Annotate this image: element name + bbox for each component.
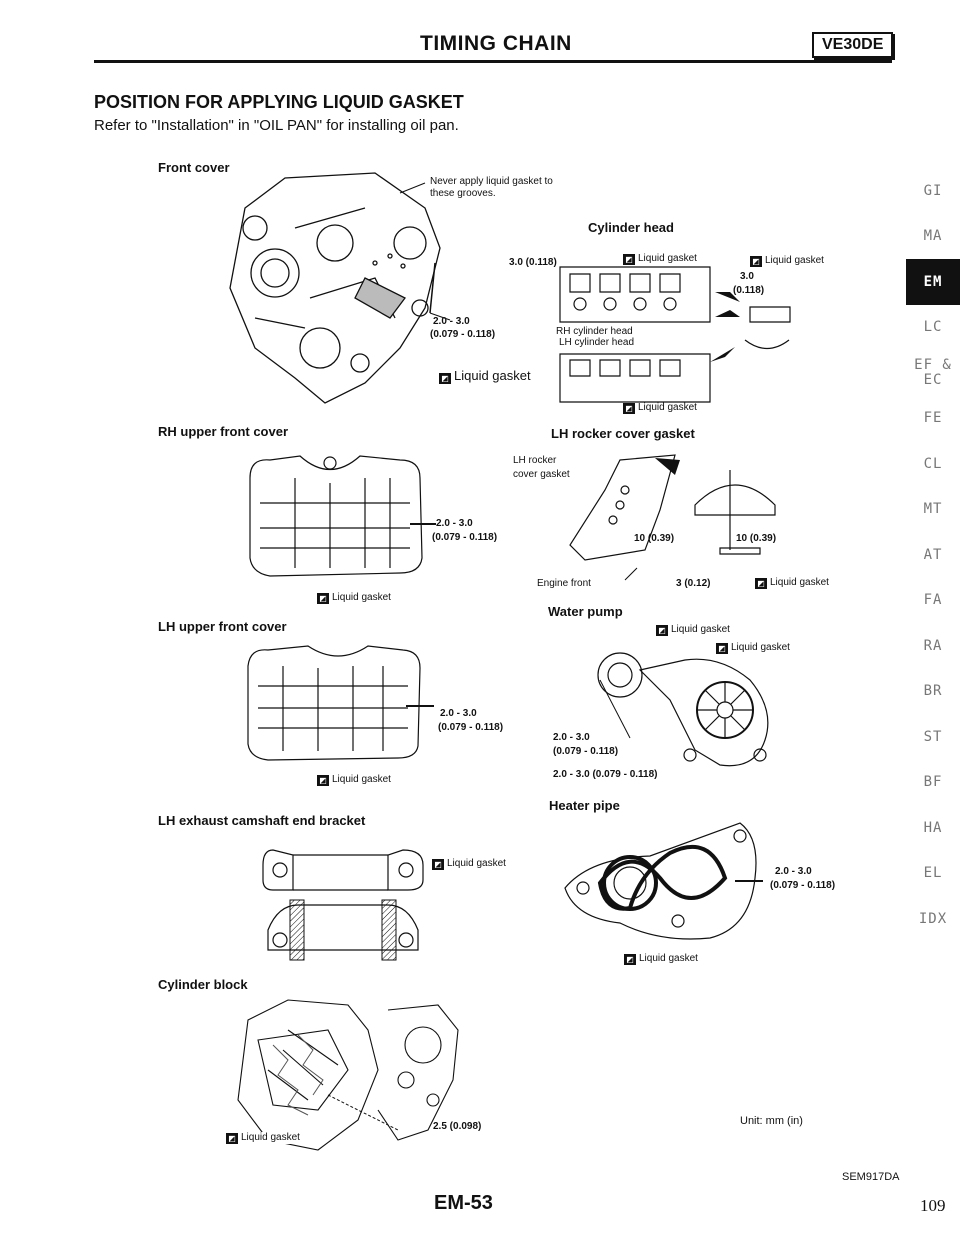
heater-pipe-dim-2: (0.079 - 0.118) (770, 880, 836, 891)
gasket-icon: ◩ (716, 643, 728, 654)
gasket-icon: ◩ (623, 254, 635, 265)
rh-upper-front-cover-drawing (240, 448, 440, 588)
lh-upper-front-cover-drawing (238, 636, 438, 766)
figure-code: SEM917DA (842, 1171, 900, 1183)
tab-fa[interactable]: FA (923, 592, 943, 609)
engine-front-label: Engine front (537, 578, 591, 589)
tab-el[interactable]: EL (923, 865, 943, 882)
rh-upper-gasket: ◩Liquid gasket (317, 592, 391, 604)
lh-rocker-cover-gasket-title: LH rocker cover gasket (551, 426, 695, 441)
lh-upper-dim-1: 2.0 - 3.0 (440, 708, 477, 719)
section-subtitle: Refer to "Installation" in "OIL PAN" for… (94, 117, 459, 134)
water-pump-gasket-1: ◩Liquid gasket (656, 624, 730, 636)
cylinder-block-dim: 2.5 (0.098) (433, 1121, 482, 1132)
cylinder-head-gasket-1: ◩Liquid gasket (623, 253, 697, 265)
lh-rocker-label-1: LH rocker (513, 455, 557, 466)
front-cover-gasket: ◩Liquid gasket (439, 368, 531, 384)
front-cover-dim-2: (0.079 - 0.118) (430, 329, 496, 340)
tab-cl[interactable]: CL (923, 455, 943, 472)
gasket-icon: ◩ (439, 373, 451, 384)
lh-exhaust-camshaft-title: LH exhaust camshaft end bracket (158, 813, 366, 828)
rh-cylinder-head-label: RH cylinder head (556, 326, 633, 338)
tab-gi[interactable]: GI (923, 182, 943, 199)
gasket-icon: ◩ (624, 954, 636, 965)
cylinder-head-gasket-2: ◩Liquid gasket (750, 255, 824, 267)
cylinder-block-gasket: ◩Liquid gasket (226, 1132, 300, 1144)
gasket-icon: ◩ (750, 256, 762, 267)
header-rule (94, 60, 892, 63)
water-pump-drawing (590, 640, 790, 780)
lh-rocker-cover-drawing (565, 450, 825, 580)
lh-rocker-dim-b: 10 (0.39) (736, 533, 777, 544)
tab-idx[interactable]: IDX (918, 910, 948, 927)
rh-upper-dim-1: 2.0 - 3.0 (436, 518, 473, 529)
gasket-icon: ◩ (432, 859, 444, 870)
tab-st[interactable]: ST (923, 728, 943, 745)
tab-fe[interactable]: FE (923, 410, 943, 427)
gasket-icon: ◩ (623, 403, 635, 414)
tab-ma[interactable]: MA (923, 228, 943, 245)
rh-upper-front-cover-title: RH upper front cover (158, 424, 289, 439)
water-pump-gasket-2: ◩Liquid gasket (716, 642, 790, 654)
lh-rocker-label-2: cover gasket (513, 469, 570, 480)
unit-note: Unit: mm (in) (740, 1115, 803, 1127)
front-cover-drawing (225, 168, 455, 418)
front-cover-note: Never apply liquid gasket to these groov… (430, 176, 553, 199)
heater-pipe-gasket: ◩Liquid gasket (624, 953, 698, 965)
cylinder-block-drawing (228, 990, 468, 1155)
lh-rocker-dim-c: 3 (0.12) (676, 578, 711, 589)
cylinder-head-drawing (545, 262, 805, 417)
lh-exhaust-gasket: ◩Liquid gasket (432, 858, 506, 870)
heater-pipe-drawing (560, 818, 770, 958)
gasket-icon: ◩ (317, 593, 329, 604)
gasket-icon: ◩ (656, 625, 668, 636)
water-pump-dim-1: 2.0 - 3.0 (553, 732, 590, 743)
lh-upper-dim-2: (0.079 - 0.118) (438, 722, 504, 733)
tab-ra[interactable]: RA (923, 637, 943, 654)
tab-at[interactable]: AT (923, 546, 943, 563)
gasket-icon: ◩ (317, 775, 329, 786)
lh-cylinder-head-label: LH cylinder head (559, 337, 635, 349)
gasket-icon: ◩ (755, 578, 767, 589)
lh-upper-gasket: ◩Liquid gasket (317, 774, 391, 786)
lh-exhaust-camshaft-drawing (258, 840, 438, 970)
tab-mt[interactable]: MT (923, 501, 943, 518)
front-cover-title: Front cover (158, 160, 230, 175)
tab-ef-ec[interactable]: EF & EC (914, 356, 952, 388)
lh-rocker-dim-a: 10 (0.39) (634, 533, 675, 544)
rh-upper-dim-2: (0.079 - 0.118) (432, 532, 498, 543)
front-cover-dim-1: 2.0 - 3.0 (433, 316, 470, 327)
water-pump-dim-2: (0.079 - 0.118) (553, 746, 619, 757)
gasket-icon: ◩ (226, 1133, 238, 1144)
section-tabs: GI MA EM LC EF & EC FE CL MT AT FA RA BR… (906, 168, 960, 942)
water-pump-dim-3: 2.0 - 3.0 (0.079 - 0.118) (553, 769, 658, 780)
page-title: TIMING CHAIN (420, 32, 572, 55)
water-pump-title: Water pump (548, 604, 623, 619)
cylinder-head-dim-right-2: (0.118) (733, 285, 765, 296)
cylinder-head-title: Cylinder head (588, 220, 674, 235)
tab-lc[interactable]: LC (923, 319, 943, 336)
cylinder-block-title: Cylinder block (158, 977, 248, 992)
lh-upper-front-cover-title: LH upper front cover (158, 619, 287, 634)
tab-bf[interactable]: BF (923, 774, 943, 791)
heater-pipe-dim-1: 2.0 - 3.0 (775, 866, 812, 877)
cylinder-head-dim-left: 3.0 (0.118) (509, 257, 557, 268)
lh-rocker-gasket: ◩Liquid gasket (755, 577, 829, 589)
heater-pipe-title: Heater pipe (549, 798, 620, 813)
page-code: EM-53 (434, 1192, 493, 1214)
tab-em[interactable]: EM (906, 259, 960, 305)
cylinder-head-dim-right-1: 3.0 (740, 271, 754, 282)
engine-badge: VE30DE (812, 32, 894, 58)
section-title: POSITION FOR APPLYING LIQUID GASKET (94, 92, 464, 112)
page-number: 109 (920, 1196, 946, 1215)
tab-ha[interactable]: HA (923, 819, 943, 836)
tab-br[interactable]: BR (923, 683, 943, 700)
cylinder-head-gasket-3: ◩Liquid gasket (623, 402, 697, 414)
